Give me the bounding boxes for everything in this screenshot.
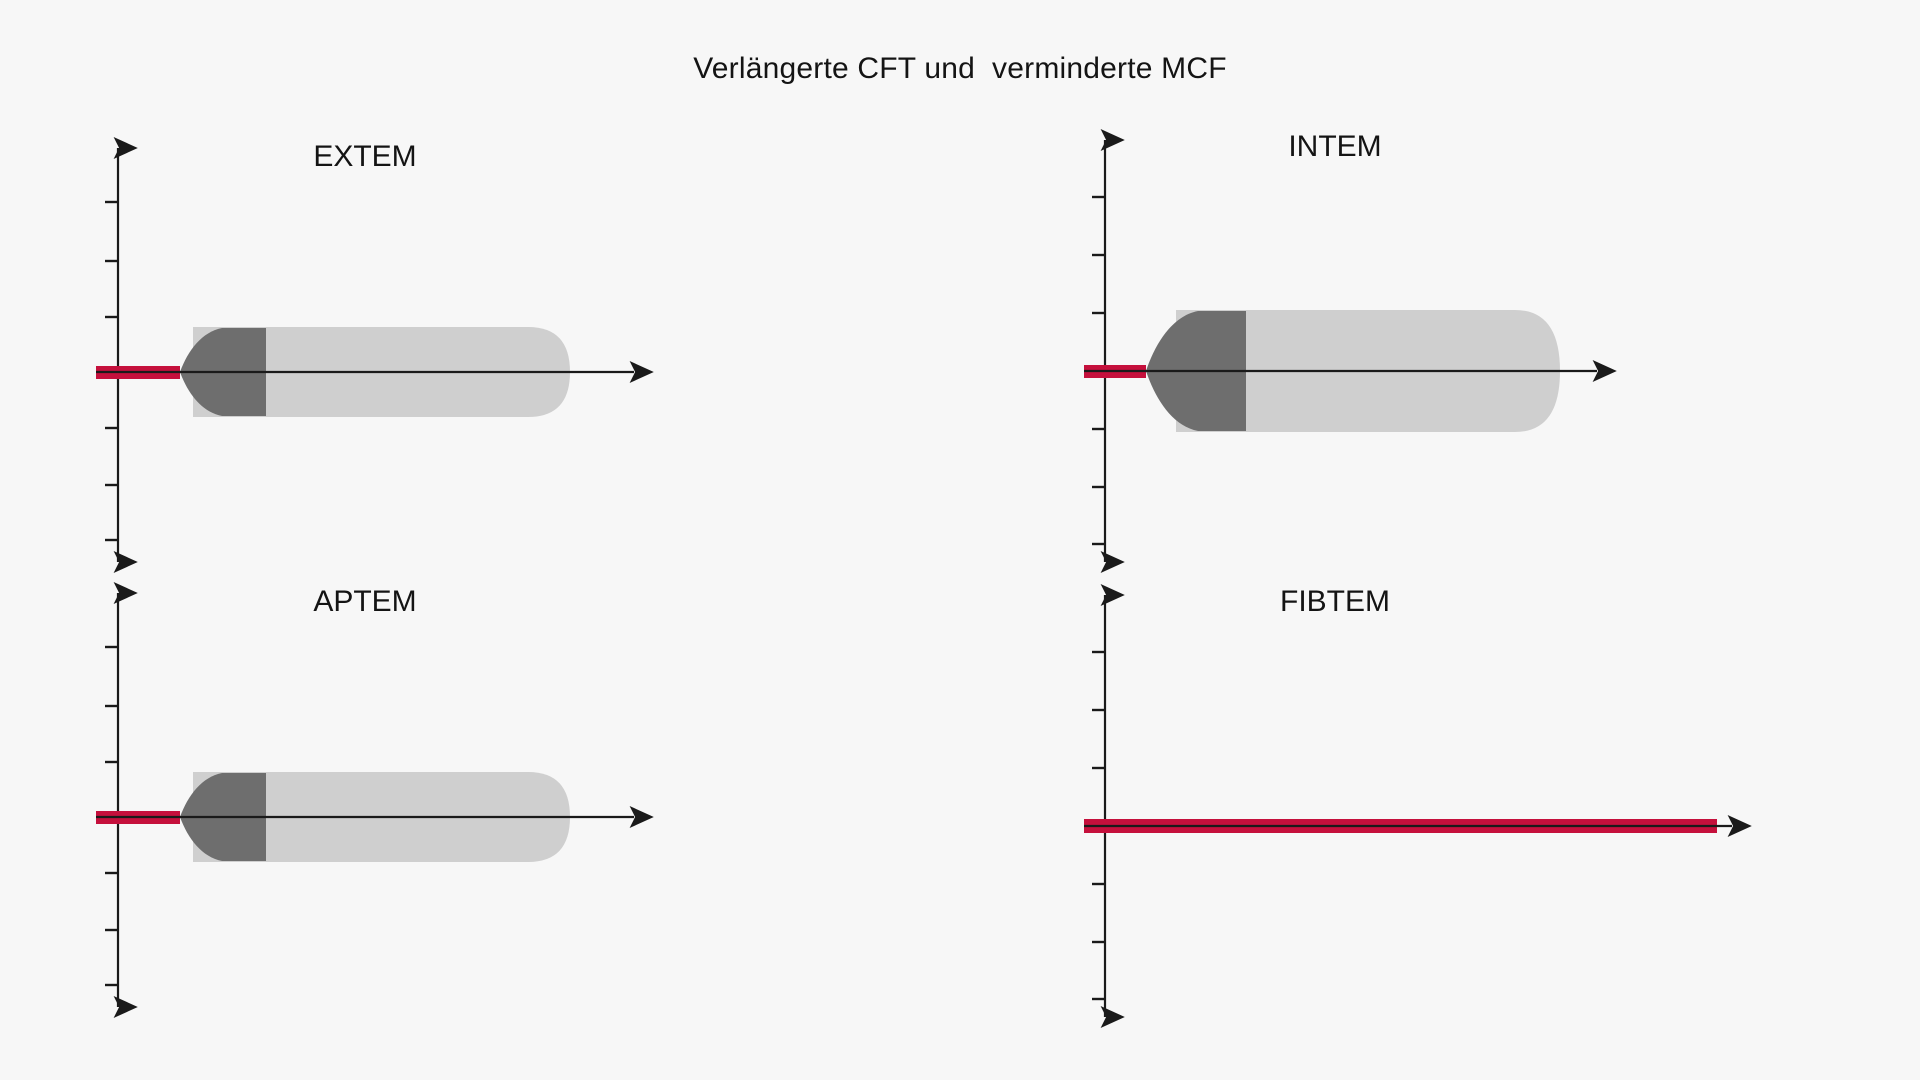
panel-fibtem: FIBTEM <box>1060 584 1890 1028</box>
y-axis-fibtem <box>1092 584 1125 1028</box>
temogram-aptem <box>96 582 654 1018</box>
panel-intem: INTEM <box>1060 129 1890 573</box>
panel-extem: EXTEM <box>70 137 900 573</box>
page-title: Verlängerte CFT und verminderte MCF <box>693 52 1227 85</box>
temogram-fibtem <box>1084 584 1752 1028</box>
y-axis-intem <box>1092 129 1125 573</box>
y-axis-extem <box>105 137 138 573</box>
y-axis-aptem <box>105 582 138 1018</box>
temogram-extem <box>96 137 654 573</box>
y-axis-ticks-extem <box>105 200 119 542</box>
panel-aptem: APTEM <box>70 582 900 1018</box>
temogram-intem <box>1084 129 1617 573</box>
